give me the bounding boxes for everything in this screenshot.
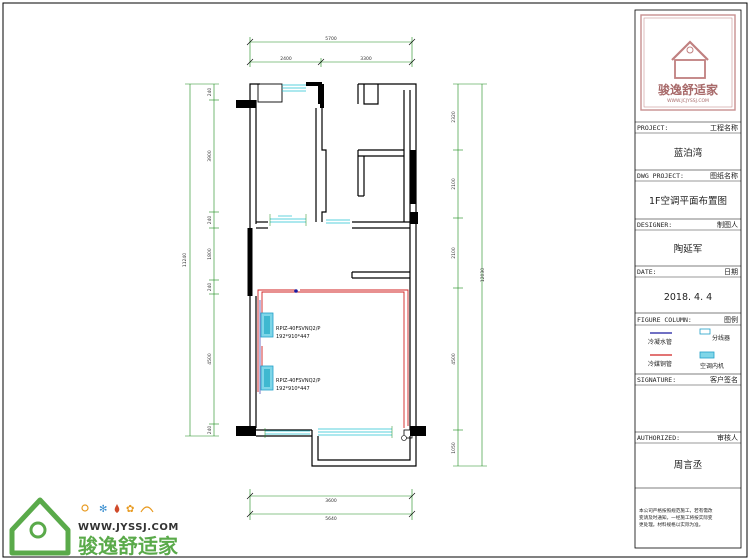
authorized-label: AUTHORIZED: <box>637 434 680 442</box>
floor-plan: 5700 2400 3300 11240 240 3900 240 1800 2… <box>182 36 487 522</box>
walls <box>236 82 426 467</box>
title-block: 骏逸舒适家 WWW.JCJYSSJ.COM PROJECT: 工程名称 蓝泊湾 … <box>634 9 742 549</box>
dim-left-seg-4: 1800 <box>207 248 213 260</box>
authorized-value: 周言丞 <box>674 459 703 471</box>
company-logo: 骏逸舒适家 WWW.JCJYSSJ.COM <box>640 14 736 111</box>
watermark-brand: 骏逸舒适家 <box>78 534 179 558</box>
dim-top-left: 2400 <box>280 56 292 62</box>
drop-icon <box>114 504 120 513</box>
project-label-cn: 工程名称 <box>710 123 738 132</box>
legend-cold-water-label: 冷凝水管 <box>648 338 672 346</box>
designer-value: 陶延军 <box>674 243 703 255</box>
authorized-label-cn: 审核人 <box>717 433 738 442</box>
legend-indoor-unit-swatch <box>699 351 715 359</box>
dimensions-left <box>185 83 219 437</box>
snowflake-icon: ✻ <box>99 504 107 515</box>
dim-bottom-total: 5640 <box>325 516 337 522</box>
dim-right-seg-2: 2100 <box>451 178 457 190</box>
dim-left-seg-7: 240 <box>207 426 213 435</box>
note-line-3: 更处理。材料规格以实际为准。 <box>639 521 703 528</box>
indoor-unit-1-model: RPIZ-40FSVNQ2/P <box>276 326 320 332</box>
note-line-2: 变请及时通知，一经施工将按实际变 <box>639 514 713 521</box>
legend: 冷凝水管 分线器 冷媒铜管 空调内机 <box>648 328 730 370</box>
indoor-unit-1-size: 192*910*447 <box>276 334 310 340</box>
date-label-cn: 日期 <box>724 268 738 276</box>
legend-indoor-unit-label: 空调内机 <box>700 362 724 370</box>
fan-icon: ✿ <box>126 504 134 515</box>
logo-url: WWW.JCJYSSJ.COM <box>667 98 709 104</box>
refrigerant-pipe <box>257 289 409 441</box>
logo-text: 骏逸舒适家 <box>658 82 719 97</box>
dim-right-seg-4: 4500 <box>451 353 457 365</box>
designer-label: DESIGNER: <box>637 221 672 229</box>
dwg-label-cn: 图纸名称 <box>710 171 738 180</box>
legend-refrigerant-label: 冷媒铜管 <box>648 360 672 368</box>
dim-right-seg-1: 2320 <box>451 111 457 123</box>
watermark-url: WWW.JYSSJ.COM <box>78 522 179 533</box>
dim-right-seg-5: 1050 <box>451 442 457 454</box>
designer-label-cn: 制图人 <box>717 220 738 229</box>
window-frames <box>264 214 393 438</box>
dwg-label: DWG PROJECT: <box>637 172 684 180</box>
dim-right-total: 12030 <box>480 268 486 282</box>
project-label: PROJECT: <box>637 124 668 132</box>
indoor-unit-2-size: 192*910*447 <box>276 386 310 392</box>
dim-left-seg-6: 4500 <box>207 353 213 365</box>
dimensions-bottom <box>246 489 416 520</box>
dim-top-total: 5700 <box>325 36 337 42</box>
dimensions-top <box>246 37 416 67</box>
dim-left-seg-1: 240 <box>207 88 213 97</box>
project-value: 蓝泊湾 <box>674 147 703 159</box>
watermark: ✻ ✿ WWW.JYSSJ.COM 骏逸舒适家 <box>9 497 179 558</box>
windows <box>265 84 392 436</box>
signature-label-cn: 客户签名 <box>710 375 738 384</box>
wifi-icon <box>140 506 154 513</box>
legend-split-unit-swatch <box>699 328 711 335</box>
indoor-unit-2-model: RPIZ-40FSVNQ2/P <box>276 378 320 384</box>
signature-label: SIGNATURE: <box>637 376 676 384</box>
date-value: 2018. 4. 4 <box>664 292 712 303</box>
dim-left-seg-5: 240 <box>207 283 213 292</box>
figure-label-cn: 图例 <box>724 315 738 324</box>
sun-icon <box>81 504 89 512</box>
condensate-pipe <box>259 289 298 394</box>
indoor-ac-unit-2: RPIZ-40FSVNQ2/P 192*910*447 <box>260 365 320 392</box>
dim-bottom-left: 3600 <box>325 498 337 504</box>
weather-icons: ✻ ✿ <box>81 504 154 515</box>
dim-right-seg-3: 2100 <box>451 247 457 259</box>
legend-split-unit-label: 分线器 <box>712 334 730 342</box>
date-label: DATE: <box>637 268 657 276</box>
dim-top-right: 3300 <box>360 56 372 62</box>
dwg-value: 1F空调平面布置图 <box>649 195 727 207</box>
dim-left-total: 11240 <box>182 253 188 267</box>
dim-left-seg-2: 3900 <box>207 150 213 162</box>
figure-label: FIGURE COLUMN: <box>637 316 692 324</box>
indoor-ac-unit-1: RPIZ-40FSVNQ2/P 192*910*447 <box>260 312 320 340</box>
dim-left-seg-3: 240 <box>207 216 213 225</box>
note-line-1: 本公司严格按照规范施工，若有需改 <box>639 507 713 514</box>
dimensions-right <box>453 83 487 467</box>
